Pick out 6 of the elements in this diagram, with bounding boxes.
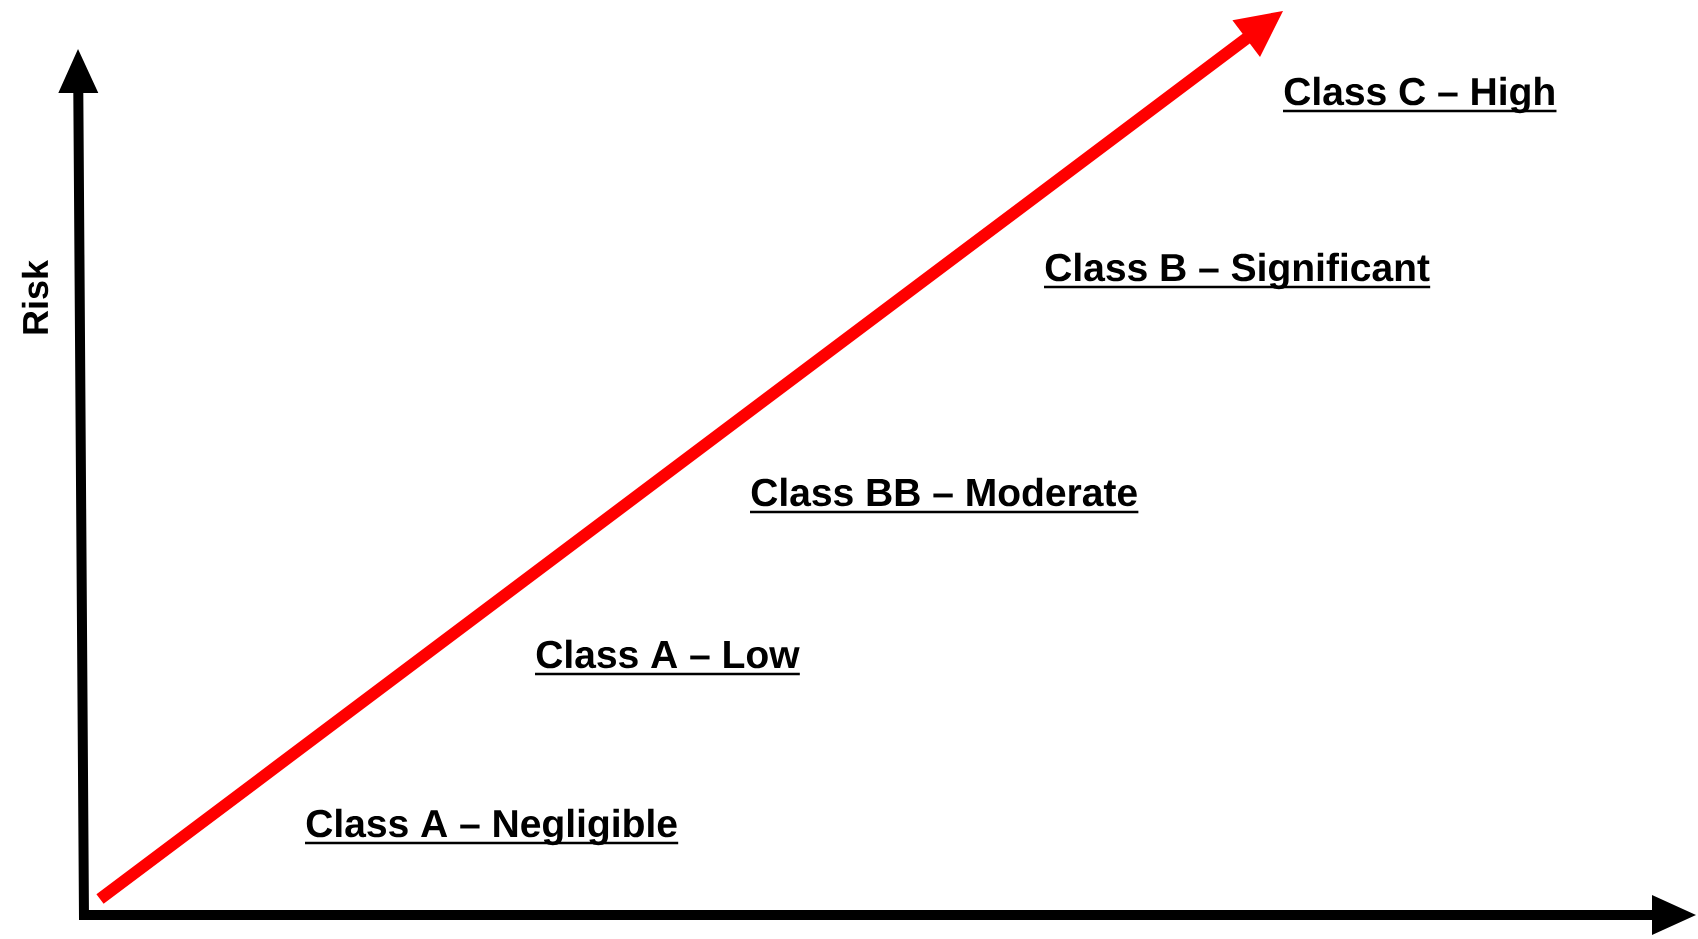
axis-label: Risk — [21, 259, 49, 334]
class-label: Class A – Negligible — [305, 808, 679, 846]
class-label: Class A – Low — [535, 639, 800, 676]
class-label: Class BB – Moderate — [750, 477, 1139, 514]
class-label: Class C – High — [1283, 76, 1557, 114]
class-label: Class B – Significant — [1044, 252, 1431, 290]
